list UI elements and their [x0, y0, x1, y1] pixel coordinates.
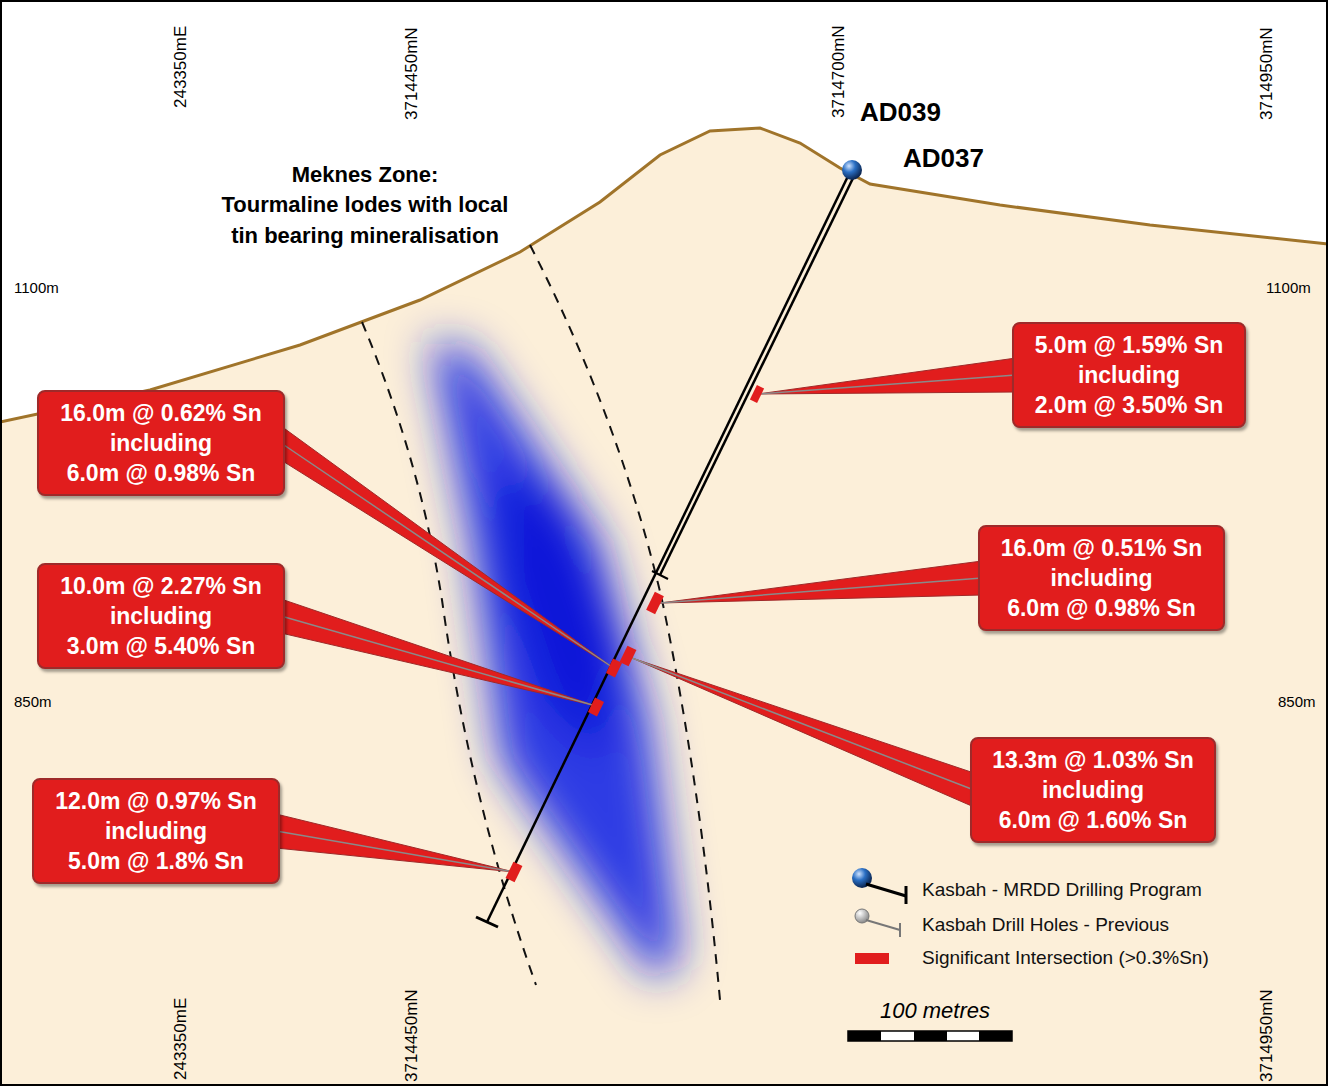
drill-hole — [487, 172, 850, 922]
map-label: Meknes Zone: — [292, 162, 439, 187]
leader-line — [660, 578, 982, 603]
leader-wedge — [660, 561, 982, 603]
leader-wedge — [281, 599, 596, 706]
assay-text: 2.0m @ 3.50% Sn — [1026, 390, 1232, 420]
assay-text: including — [51, 601, 271, 631]
assay-text: including — [51, 428, 271, 458]
leader-wedge — [758, 358, 1016, 394]
map-label: tin bearing mineralisation — [231, 223, 499, 248]
grid-label: 3714450mN — [402, 27, 422, 120]
assay-text: 6.0m @ 1.60% Sn — [984, 805, 1202, 835]
legend-icon — [852, 868, 906, 904]
callout-box: 16.0m @ 0.51% Snincluding6.0m @ 0.98% Sn — [978, 525, 1225, 631]
grid-label: 3714700mN — [829, 25, 849, 118]
ore-body — [430, 340, 680, 980]
leader-line — [632, 658, 974, 790]
assay-text: including — [984, 775, 1202, 805]
assay-text: 6.0m @ 0.98% Sn — [51, 458, 271, 488]
map-label: 100 metres — [880, 998, 990, 1023]
grid-label: 3714950mN — [1257, 989, 1277, 1082]
assay-text: 10.0m @ 2.27% Sn — [51, 571, 271, 601]
leader-line — [281, 616, 596, 706]
ground — [0, 128, 1328, 1086]
assay-text: 3.0m @ 5.40% Sn — [51, 631, 271, 661]
assay-text: including — [46, 816, 266, 846]
legend-text: Kasbah - MRDD Drilling Program — [922, 879, 1202, 901]
legend-text: Significant Intersection (>0.3%Sn) — [922, 947, 1209, 969]
leader-line — [281, 443, 612, 667]
grid-label: 243350mE — [171, 998, 191, 1080]
assay-text: including — [1026, 360, 1232, 390]
scale-bar — [848, 1031, 1012, 1041]
assay-text: 6.0m @ 0.98% Sn — [992, 593, 1211, 623]
legend-swatch — [855, 953, 889, 964]
leader-line — [276, 831, 514, 872]
leaders — [276, 358, 1016, 872]
callout-box: 5.0m @ 1.59% Snincluding2.0m @ 3.50% Sn — [1012, 322, 1246, 428]
map-label: 850m — [1278, 693, 1316, 710]
map-label: 850m — [14, 693, 52, 710]
assay-text: 5.0m @ 1.59% Sn — [1026, 330, 1232, 360]
grid-label: 243350mE — [171, 26, 191, 108]
map-label: 1100m — [14, 279, 59, 296]
callout-box: 12.0m @ 0.97% Snincluding5.0m @ 1.8% Sn — [32, 778, 280, 884]
callout-box: 16.0m @ 0.62% Snincluding6.0m @ 0.98% Sn — [37, 390, 285, 496]
hole-id: AD037 — [903, 144, 984, 174]
legend-icon — [855, 909, 900, 937]
map-label: Tourmaline lodes with local — [222, 192, 509, 217]
assay-text: 5.0m @ 1.8% Sn — [46, 846, 266, 876]
grid-label: 3714950mN — [1257, 27, 1277, 120]
hole-end — [476, 917, 498, 927]
assay-text: 12.0m @ 0.97% Sn — [46, 786, 266, 816]
leader-line — [758, 375, 1016, 394]
hole-end — [652, 571, 668, 579]
zone-boundary — [530, 245, 720, 1000]
leader-wedge — [276, 814, 514, 872]
assay-text: 13.3m @ 1.03% Sn — [984, 745, 1202, 775]
callout-box: 10.0m @ 2.27% Snincluding3.0m @ 5.40% Sn — [37, 563, 285, 669]
callout-box: 13.3m @ 1.03% Snincluding6.0m @ 1.60% Sn — [970, 737, 1216, 843]
legend-text: Kasbah Drill Holes - Previous — [922, 914, 1169, 936]
assay-text: 16.0m @ 0.51% Sn — [992, 533, 1211, 563]
assay-text: including — [992, 563, 1211, 593]
leader-wedge — [632, 658, 974, 807]
drill-hole — [660, 172, 856, 575]
hole-id: AD039 — [860, 98, 941, 128]
grid-label: 3714450mN — [402, 989, 422, 1082]
collar — [842, 160, 862, 180]
topography — [0, 128, 1328, 422]
map-label: 1100m — [1266, 279, 1311, 296]
intersections — [506, 385, 765, 882]
assay-text: 16.0m @ 0.62% Sn — [51, 398, 271, 428]
